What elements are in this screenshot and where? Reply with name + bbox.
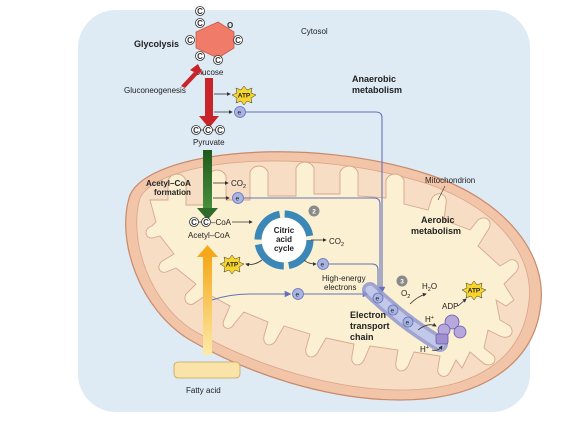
electron-transport-chain: e e e — [362, 282, 448, 352]
electron-path-cycle — [329, 263, 379, 292]
etc-label-2: transport — [350, 321, 390, 331]
aerobic-label-1: Aerobic — [421, 215, 455, 225]
citric-label-2: acid — [276, 235, 292, 244]
fatty-acid-label: Fatty acid — [186, 386, 221, 395]
acetyl-coa-molecule: C C –CoA — [189, 217, 232, 227]
electron-2: e — [232, 192, 244, 204]
gluconeogenesis-arrow — [181, 64, 204, 88]
mitochondrion-label: Mitochondrion — [425, 176, 475, 185]
matrix — [145, 161, 519, 377]
etc-label-1: Electron — [350, 310, 386, 320]
electron-3: e — [317, 258, 329, 270]
co2-cycle: CO2 — [329, 237, 344, 248]
svg-text:C: C — [217, 126, 223, 135]
acetyl-coa-formation-arrow — [197, 150, 218, 220]
svg-text:2: 2 — [312, 209, 316, 216]
atp-star-cycle: ATP — [219, 254, 245, 275]
acetyl-coa-label: Acetyl–CoA — [188, 231, 230, 240]
svg-text:C: C — [187, 36, 193, 45]
high-energy-label-1: High-energy — [322, 274, 366, 283]
citric-acid-cycle — [254, 210, 314, 270]
co2-top: CO2 — [231, 179, 246, 190]
citric-label-1: Citric — [274, 226, 295, 235]
carbon-atoms: C C C C C C — [185, 6, 243, 65]
anaerobic-label-2: metabolism — [352, 85, 402, 95]
svg-text:C: C — [215, 56, 221, 65]
adp-label: ADP — [442, 302, 458, 311]
svg-text:C: C — [197, 52, 203, 61]
svg-text:C: C — [193, 126, 199, 135]
electron-path-anaerobic — [246, 111, 386, 294]
proton-arrow-2 — [431, 345, 443, 351]
svg-text:e: e — [376, 296, 380, 303]
adp-to-atp-arrow — [457, 298, 467, 307]
to-electron-arrow-3 — [303, 259, 317, 266]
electron-path-acetyl — [244, 197, 381, 292]
atp-synthase — [435, 314, 467, 345]
electron-1: e — [234, 106, 246, 118]
mitochondrion-leader — [437, 185, 446, 201]
pyruvate-label: Pyruvate — [193, 138, 225, 147]
svg-text:C: C — [205, 126, 211, 135]
h2o-label: H2O — [422, 282, 437, 293]
svg-text:3: 3 — [400, 279, 404, 286]
proton-arrow-1 — [417, 322, 437, 331]
o2-to-h2o-arrow — [409, 292, 427, 305]
o2-label: O2 — [401, 289, 410, 300]
fatty-acid-arrow — [197, 245, 218, 355]
fatty-acid-shape — [173, 361, 241, 379]
oxygen-atom: O — [227, 21, 233, 30]
hplus-label-2: H+ — [420, 345, 429, 354]
acetyl-coa-formation-label-1: Acetyl–CoA — [146, 179, 191, 188]
svg-text:ATP: ATP — [468, 288, 481, 295]
anaerobic-label-1: Anaerobic — [352, 74, 396, 84]
svg-text:e: e — [296, 292, 300, 299]
step-2-badge: 2 — [308, 205, 320, 217]
step-3-badge: 3 — [396, 275, 408, 287]
svg-text:–CoA: –CoA — [211, 218, 232, 227]
svg-text:C: C — [197, 19, 203, 28]
electron-4: e — [292, 288, 304, 300]
svg-text:C: C — [203, 218, 209, 227]
gluconeogenesis-label: Gluconeogenesis — [124, 86, 186, 95]
svg-text:C: C — [197, 7, 203, 16]
to-atp-arrow-cycle — [245, 259, 263, 267]
svg-text:e: e — [238, 110, 242, 117]
glycolysis-arrow — [199, 78, 219, 128]
pyruvate-molecule: C C C — [191, 125, 225, 135]
svg-text:e: e — [406, 320, 410, 327]
svg-text:e: e — [236, 196, 240, 203]
aerobic-label-2: metabolism — [411, 226, 461, 236]
svg-text:C: C — [235, 36, 241, 45]
citric-label-3: cycle — [274, 244, 295, 253]
etc-electrons: e e e — [372, 292, 414, 328]
svg-text:ATP: ATP — [226, 262, 239, 269]
electron-path-fatty — [211, 290, 292, 301]
atp-star-glycolysis: ATP — [231, 85, 257, 106]
svg-text:e: e — [391, 308, 395, 315]
hplus-label-1: H+ — [425, 315, 434, 324]
glycolysis-label: Glycolysis — [134, 39, 179, 49]
acetyl-coa-formation-label-2: formation — [154, 188, 191, 197]
etc-label-3: chain — [350, 332, 374, 342]
glucose-molecule: C C C C C C O — [185, 6, 243, 65]
cytosol-label: Cytosol — [301, 27, 328, 36]
atp-star-synthase: ATP — [461, 280, 487, 301]
glucose-label: Glucose — [194, 68, 224, 77]
svg-text:ATP: ATP — [238, 93, 251, 100]
high-energy-label-2: electrons — [324, 283, 356, 292]
svg-text:C: C — [191, 218, 197, 227]
svg-text:e: e — [321, 262, 325, 269]
